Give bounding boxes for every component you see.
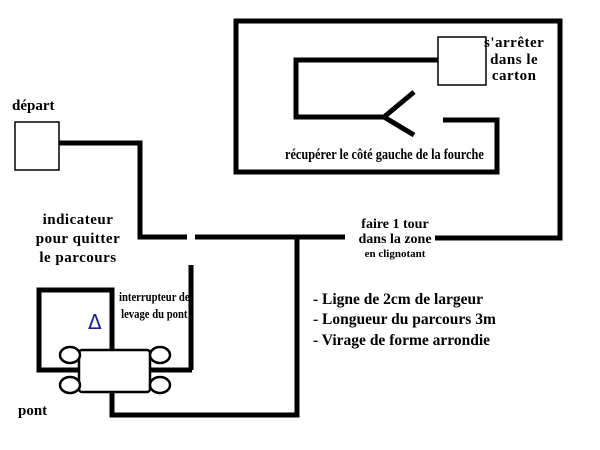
tour-label: faire 1 tour dans la zone en clignotant <box>350 217 440 260</box>
switch-label-line: levage du pont <box>121 305 188 321</box>
stop-box <box>437 36 487 86</box>
bridge-label: pont <box>18 403 48 419</box>
robot-wheel <box>58 345 82 365</box>
robot-wheel <box>148 375 172 395</box>
indicator-label-line: pour quitter <box>35 230 121 247</box>
stop-label-line: dans le <box>490 51 539 68</box>
robot-body <box>77 348 152 394</box>
note-item: - Longueur du parcours 3m <box>313 311 496 329</box>
switch-label: interrupteur de levage du pont <box>119 289 190 323</box>
delta-symbol: Δ <box>88 310 102 334</box>
robot-wheel <box>58 375 82 395</box>
track-inner-loop <box>293 57 438 120</box>
track-outer-loop <box>233 18 563 241</box>
fork-label: récupérer le côté gauche de la fourche <box>285 147 484 163</box>
note-item: - Virage de forme arrondie <box>313 331 491 349</box>
indicator-label-line: le parcours <box>39 249 117 266</box>
stop-label-line: carton <box>491 68 537 84</box>
switch-label-line: interrupteur de <box>119 289 190 304</box>
tour-label-line: dans la zone <box>358 232 432 248</box>
track-bridge-return <box>109 237 300 418</box>
track-start-segment <box>59 140 187 240</box>
fork <box>379 90 416 138</box>
indicator-label-line: indicateur <box>42 212 114 228</box>
robot-wheel <box>148 345 172 365</box>
notes-list: - Ligne de 2cm de largeur - Longueur du … <box>313 290 496 351</box>
stop-label-line: s'arrêter <box>484 35 545 51</box>
start-label: départ <box>12 98 55 114</box>
tour-label-line: en clignotant <box>364 247 426 260</box>
start-box <box>14 121 60 171</box>
tour-label-line: faire 1 tour <box>361 217 429 232</box>
indicator-label: indicateur pour quitter le parcours <box>28 211 128 267</box>
stop-label: s'arrêter dans le carton <box>484 35 544 85</box>
note-item: - Ligne de 2cm de largeur <box>313 291 484 308</box>
